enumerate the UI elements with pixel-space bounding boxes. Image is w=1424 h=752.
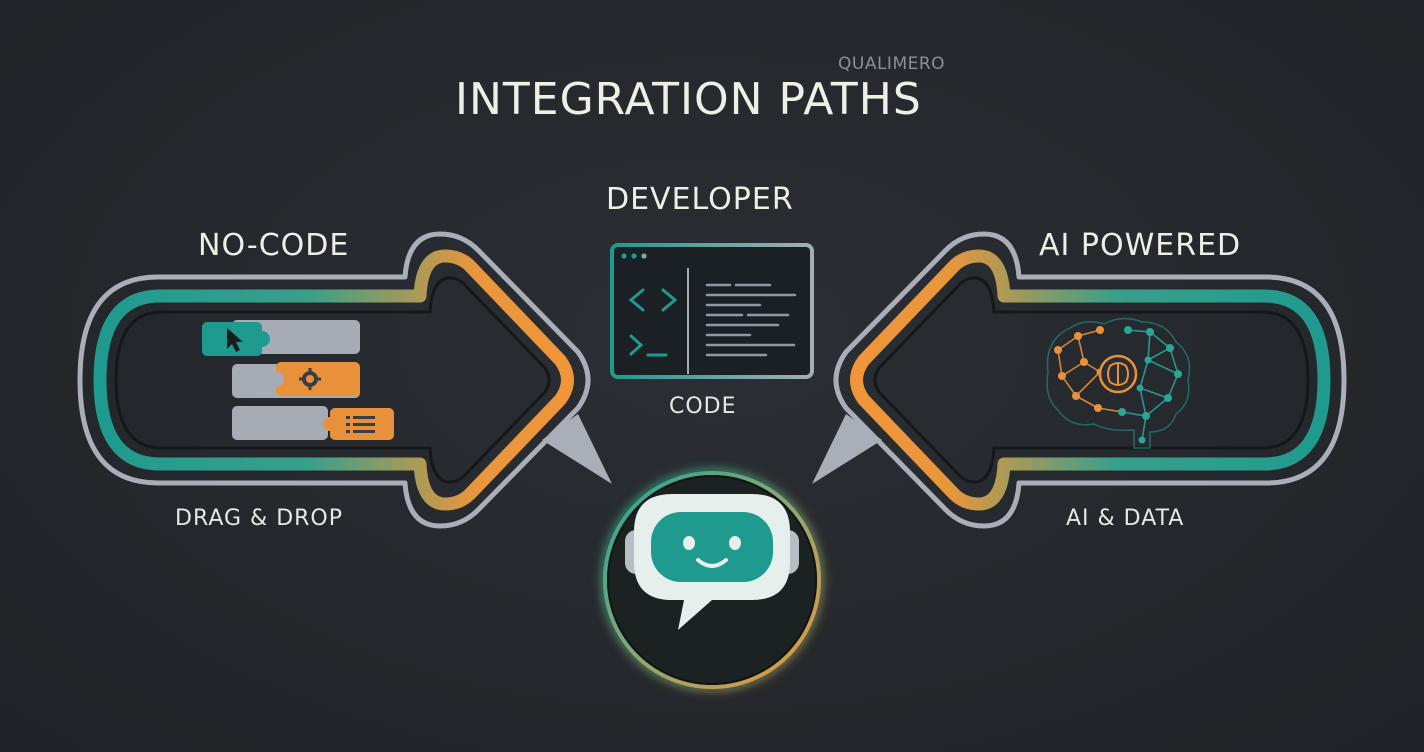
- no-code-title: NO-CODE: [198, 228, 350, 263]
- brand-name: QUALIMERO: [838, 54, 946, 74]
- chatbot-hub: [596, 464, 828, 696]
- puzzle-blocks-icon: [202, 320, 394, 440]
- ai-powered-title: AI POWERED: [1039, 228, 1242, 263]
- code-editor-window-icon: [610, 243, 814, 379]
- no-code-arrow: [77, 231, 612, 529]
- developer-title: DEVELOPER: [606, 182, 794, 217]
- diagram-title: INTEGRATION PATHS: [455, 74, 922, 125]
- ai-brain-icon: [1046, 317, 1191, 449]
- developer-subtitle: CODE: [669, 394, 737, 419]
- no-code-subtitle: DRAG & DROP: [175, 506, 343, 531]
- ai-powered-subtitle: AI & DATA: [1066, 506, 1185, 531]
- ai-powered-arrow: [812, 231, 1347, 529]
- chatbot-icon: [625, 494, 799, 630]
